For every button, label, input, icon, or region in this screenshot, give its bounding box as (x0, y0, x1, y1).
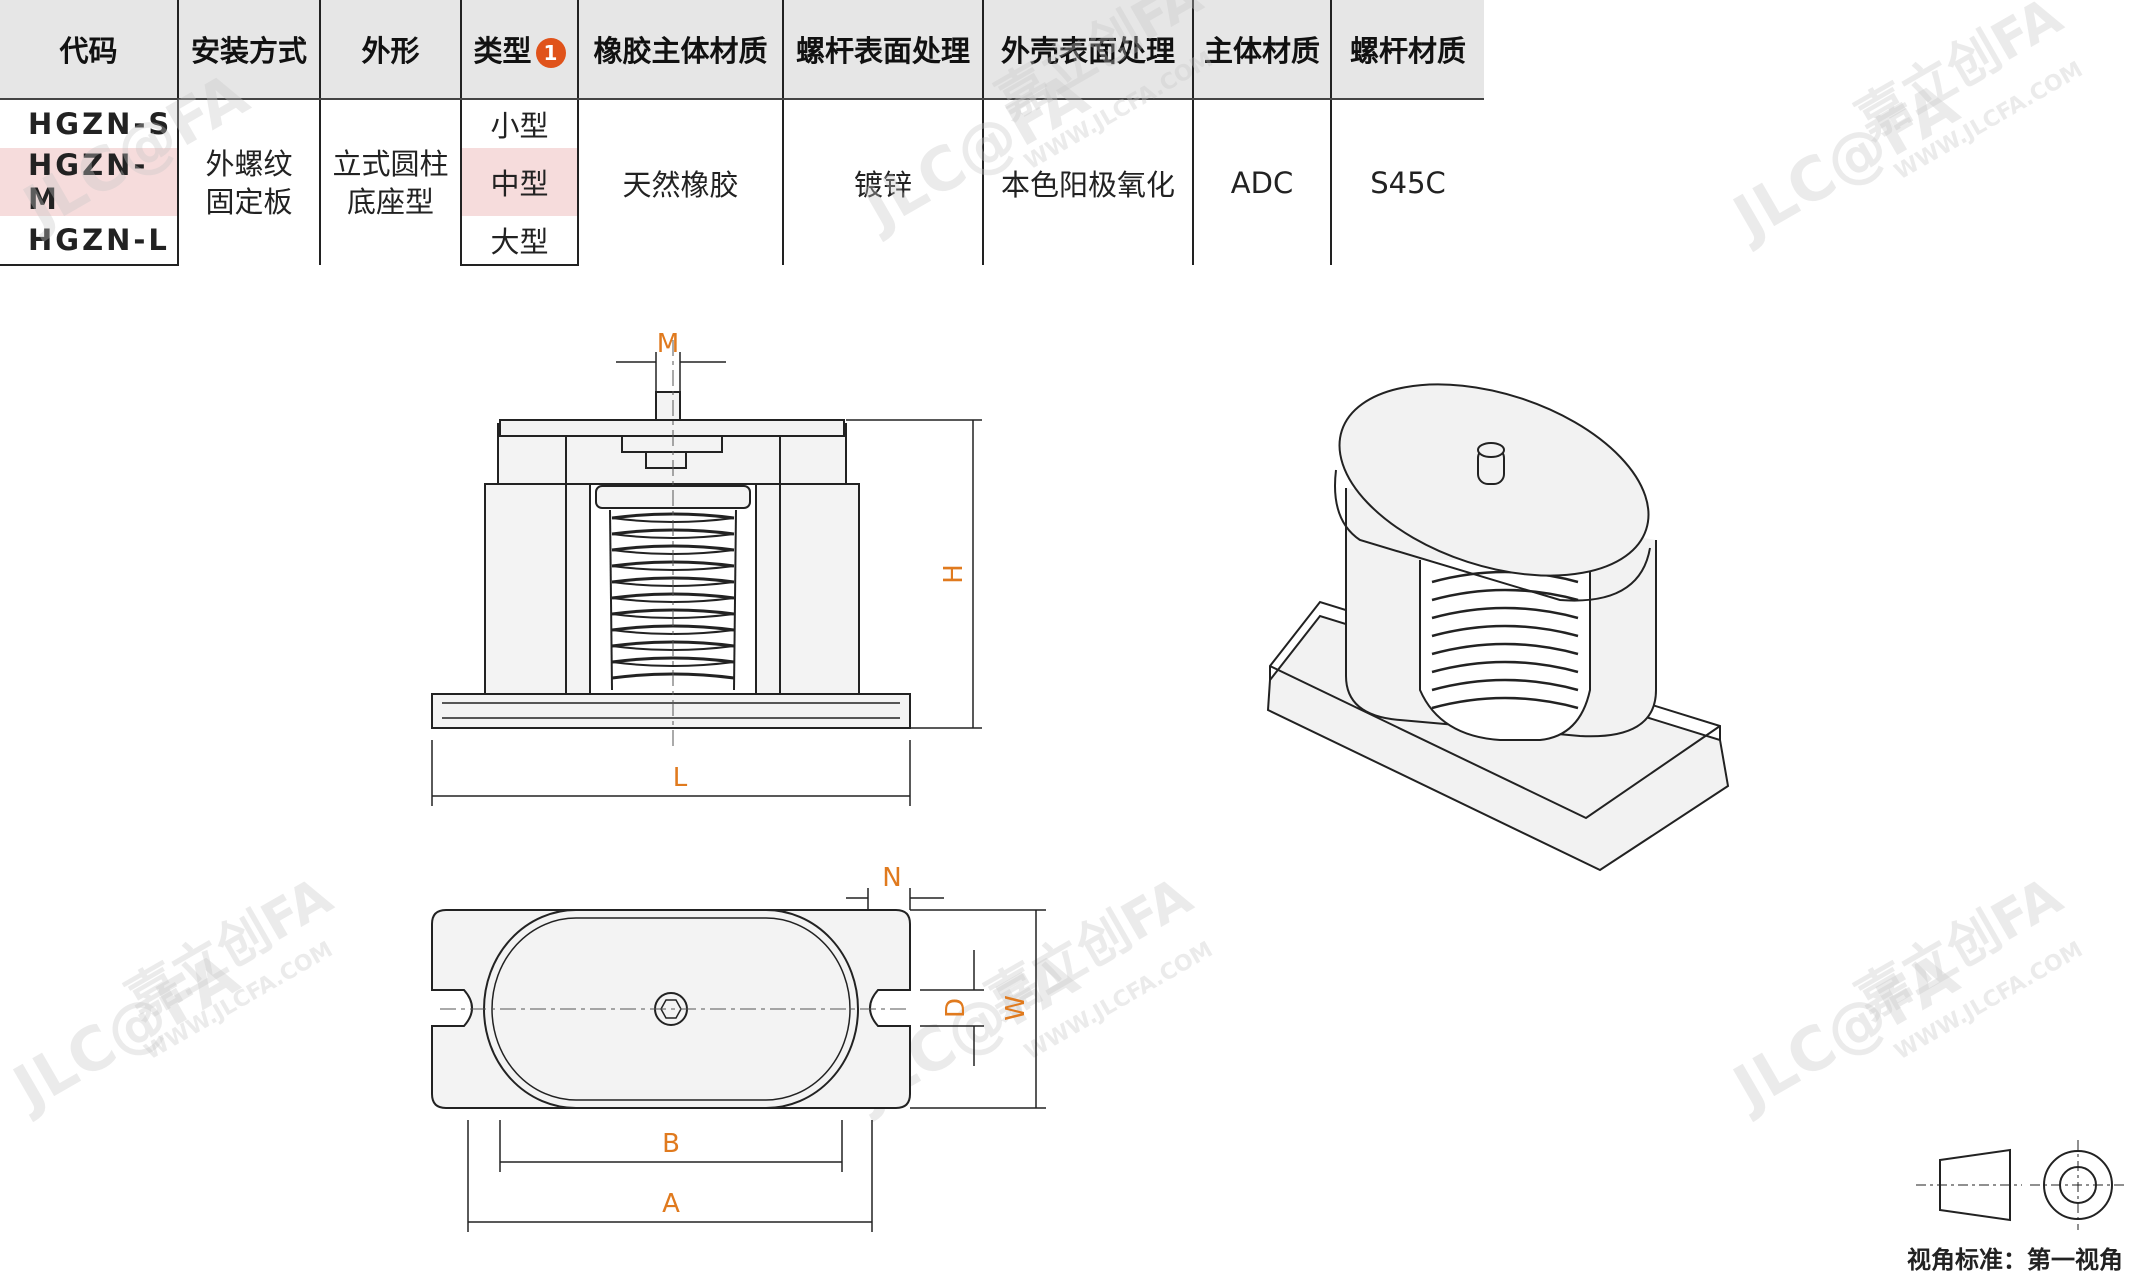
header-screw-surface: 螺杆表面处理 (783, 0, 984, 100)
install-line-2: 固定板 (205, 184, 293, 219)
dim-label-n: N (882, 863, 901, 893)
front-stud (655, 391, 681, 421)
code-cell: HGZN-S (0, 99, 179, 148)
dim-label-w: W (1001, 995, 1031, 1021)
dim-label-a: A (662, 1189, 680, 1219)
code-cell: HGZN-L (0, 216, 179, 266)
top-dimensions (467, 888, 1046, 1232)
first-angle-projection-symbol (1916, 1140, 2126, 1230)
header-rubber: 橡胶主体材质 (578, 0, 784, 100)
table-row: HGZN-L 大型 (0, 216, 1484, 266)
dim-label-b: B (662, 1129, 680, 1159)
shell-surface-cell: 本色阳极氧化 (983, 99, 1194, 265)
header-shell-surface: 外壳表面处理 (983, 0, 1194, 100)
dim-label-d: D (941, 998, 971, 1018)
front-washer (621, 435, 723, 453)
view-standard-label: 视角标准：第一视角 (1907, 1246, 2123, 1274)
front-nut (645, 451, 687, 469)
top-view (431, 909, 911, 1109)
header-type-label: 类型 (473, 34, 532, 68)
shape-line-2: 底座型 (346, 184, 434, 219)
dim-label-m: M (657, 329, 679, 359)
header-install: 安装方式 (178, 0, 321, 100)
install-line-1: 外螺纹 (205, 146, 293, 181)
isometric-view (1266, 383, 1730, 872)
svg-text:JLC@FA: JLC@FA (9, 60, 260, 245)
rubber-cell: 天然橡胶 (578, 99, 784, 265)
header-screw-material: 螺杆材质 (1331, 0, 1484, 100)
install-cell: 外螺纹 固定板 (178, 99, 321, 265)
front-base-plate (431, 693, 911, 729)
header-shape: 外形 (320, 0, 462, 100)
iso-spring-coils (1431, 570, 1579, 710)
shape-cell: 立式圆柱 底座型 (320, 99, 462, 265)
screw-surface-cell: 镀锌 (783, 99, 984, 265)
front-dimensions (431, 352, 982, 806)
type-cell: 小型 (461, 99, 579, 148)
screw-material-cell: S45C (1370, 165, 1446, 200)
type-cell: 中型 (461, 148, 579, 216)
front-top-plate (499, 419, 845, 437)
header-code: 代码 (0, 0, 179, 100)
table-row: HGZN-S 外螺纹 固定板 立式圆柱 底座型 小型 天然橡胶 镀锌 本色阳极氧… (0, 99, 1484, 265)
dim-label-l: L (673, 763, 688, 793)
shape-line-1: 立式圆柱 (332, 146, 449, 181)
front-view (431, 340, 911, 750)
watermark: JLC@FA JLC@FA JLC@FA JLC@FA JLC@FA JLC@F… (0, 0, 2087, 1125)
table-row: HGZN-M 中型 (0, 148, 1484, 216)
code-cell: HGZN-M (0, 148, 179, 216)
dim-label-h: H (939, 564, 969, 584)
type-cell: 大型 (461, 216, 579, 266)
header-body-material: 主体材质 (1193, 0, 1332, 100)
iso-hex-socket (1477, 442, 1505, 458)
body-material-cell: ADC (1193, 99, 1332, 265)
note-badge: 1 (535, 38, 566, 68)
